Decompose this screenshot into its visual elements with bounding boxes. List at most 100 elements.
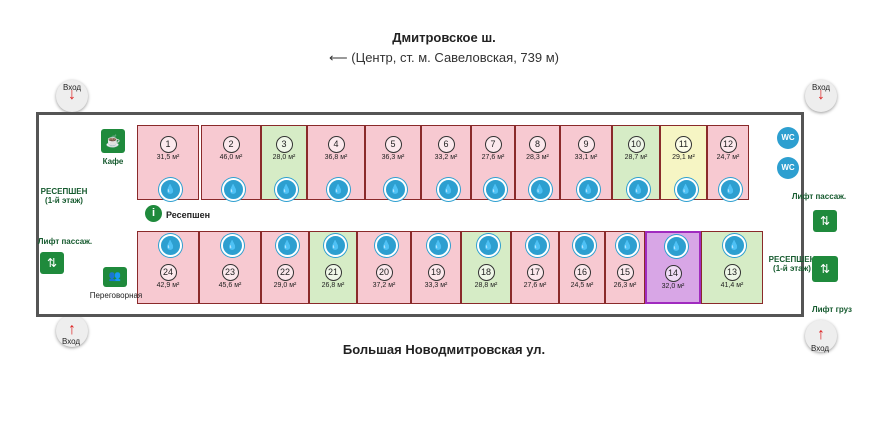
room-number: 15 [616,264,634,281]
water-drop-icon: 💧 [627,178,650,201]
room-number: 12 [719,136,737,153]
room-number: 18 [477,264,495,281]
wc-icon: WC [777,157,799,179]
street-top-subtitle: ⟵ (Центр, ст. м. Савеловская, 739 м) [0,50,888,66]
water-drop-icon: 💧 [674,178,698,201]
arrow-down-icon: ↓ [817,86,825,103]
room-number: 11 [675,136,692,153]
entrance-label-top-right: Вход [812,83,831,92]
room-area: 36,8 м² [324,154,348,161]
entrance-label-bottom-left: Вход [62,337,81,346]
room-number-wrap: 3 [262,134,306,153]
room-number-wrap: 23 [200,262,260,281]
room-number: 3 [275,136,293,153]
meeting-room-label: Переговорная [89,291,143,300]
lift-pass-right-label: Лифт пассаж. [791,192,847,201]
room-number-wrap: 17 [512,262,558,281]
water-drop-icon: 💧 [477,234,500,257]
passenger-lift-icon: ⇅ [813,210,837,232]
room-number: 19 [427,264,445,281]
entrance-top-right[interactable]: ↓ [805,80,837,112]
room-number: 2 [222,136,240,153]
reception-main-label: Ресепшен [166,210,211,220]
room-number-wrap: 19 [412,262,460,281]
water-drop-icon: 💧 [573,234,596,257]
water-drop-icon: 💧 [665,235,688,258]
room-number-wrap: 18 [462,262,510,281]
water-drop-icon: 💧 [275,178,298,201]
room-area: 46,0 м² [219,154,243,161]
room-number: 24 [159,264,177,281]
room-area: 33,3 м² [424,282,448,289]
room-area: 29,0 м² [273,282,297,289]
street-top-direction: (Центр, ст. м. Савеловская, 739 м) [351,50,559,65]
water-drop-icon: 💧 [723,234,746,257]
room-area: 24,7 м² [716,154,740,161]
room-area: 45,6 м² [218,282,242,289]
room-number-wrap: 4 [308,134,364,153]
entrance-bottom-left[interactable]: ↑ [56,315,88,347]
room-area: 28,7 м² [624,154,648,161]
room-area: 41,4 м² [720,282,744,289]
wc-icon: WC [777,127,799,149]
room-number-wrap: 14 [647,263,699,282]
room-number: 9 [577,136,595,153]
reception-left-label: РЕСЕПШЕН (1-й этаж) [40,187,88,205]
water-drop-icon: 💧 [719,178,742,201]
entrance-bottom-right[interactable]: ↑ [805,320,837,352]
arrow-up-icon: ↑ [68,321,76,338]
room-number-wrap: 1 [138,134,198,153]
room-number: 22 [276,264,294,281]
water-drop-icon: 💧 [437,178,460,201]
room-number: 7 [484,136,502,153]
room-number-wrap: 2 [202,134,260,153]
arrow-down-icon: ↓ [68,86,76,103]
room-number: 21 [324,264,342,281]
entrance-top-left[interactable]: ↓ [56,80,88,112]
room-number-wrap: 11 [661,134,706,153]
room-number-wrap: 16 [560,262,604,281]
water-drop-icon: 💧 [324,234,347,257]
water-drop-icon: 💧 [375,234,398,257]
room-number-wrap: 10 [613,134,659,153]
water-drop-icon: 💧 [222,178,245,201]
room-number: 10 [627,136,645,153]
reception-right-label: РЕСЕПШЕН (1-й этаж) [768,255,816,273]
room-number-wrap: 12 [708,134,748,153]
room-number-wrap: 9 [561,134,611,153]
room-area: 42,9 м² [156,282,180,289]
entrance-label-top-left: Вход [63,83,82,92]
room-number-wrap: 15 [606,262,644,281]
room-number-wrap: 7 [472,134,514,153]
room-number: 20 [375,264,393,281]
room-number: 14 [664,265,682,282]
room-number-wrap: 6 [422,134,470,153]
room-area: 33,2 м² [434,154,458,161]
room-area: 28,0 м² [272,154,296,161]
